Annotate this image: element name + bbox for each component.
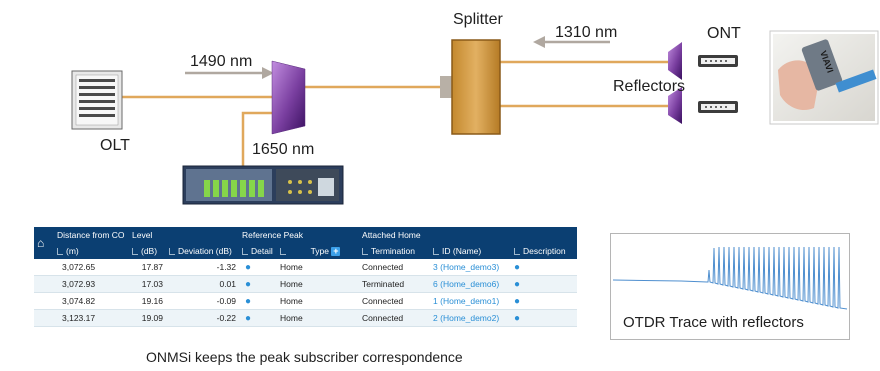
termination-cell: Connected	[359, 259, 431, 276]
home-id-link[interactable]: 1 (Home_demo1)	[430, 292, 512, 310]
wavelength-1490-label: 1490 nm	[190, 53, 252, 70]
deviation-cell: -1.32	[166, 259, 240, 276]
deviation-cell: 0.01	[166, 275, 240, 293]
home-icon[interactable]: ⌂	[37, 236, 45, 250]
reference-peak-header[interactable]: Reference Peak	[239, 227, 360, 243]
splitter-icon	[440, 39, 501, 135]
level-cell: 17.87	[129, 259, 166, 276]
id-name-header[interactable]: ID (Name)	[430, 243, 512, 259]
peak-subscriber-table: ⌂ Distance from CO Level Reference Peak …	[34, 227, 578, 327]
table-row[interactable]: 3,123.17 19.09 -0.22 ● Home Connected 2 …	[34, 309, 578, 327]
otdr-rack-icon	[182, 165, 344, 205]
fiber-otdr-wdm	[241, 111, 276, 168]
eye-icon[interactable]: ●	[514, 278, 521, 290]
wavelength-1310-label: 1310 nm	[555, 24, 617, 41]
eye-icon[interactable]: ●	[245, 261, 252, 273]
splitter-label: Splitter	[453, 11, 503, 28]
level-unit-header[interactable]: (dB)	[129, 243, 166, 259]
table-sub-header-row: (m) (dB) Deviation (dB) Detail Type + Te…	[34, 243, 578, 259]
ont-device-icon	[698, 101, 738, 113]
home-id-link[interactable]: 2 (Home_demo2)	[430, 309, 512, 327]
home-id-link[interactable]: 6 (Home_demo6)	[430, 275, 512, 293]
table-row[interactable]: 3,072.93 17.03 0.01 ● Home Terminated 6 …	[34, 275, 578, 293]
termination-cell: Terminated	[359, 275, 431, 293]
deviation-cell: -0.09	[166, 292, 240, 310]
reflector-icon	[668, 42, 682, 80]
distance-cell: 3,123.17	[54, 309, 129, 327]
olt-chassis-icon	[71, 70, 123, 130]
table-group-header-row: ⌂ Distance from CO Level Reference Peak …	[34, 227, 578, 259]
olt-label: OLT	[100, 137, 130, 154]
wdm-coupler-icon	[271, 60, 306, 135]
eye-icon[interactable]: ●	[514, 312, 521, 324]
ont-label: ONT	[707, 25, 741, 42]
home-id-link[interactable]: 3 (Home_demo3)	[430, 259, 512, 276]
deviation-header[interactable]: Deviation (dB)	[166, 243, 240, 259]
eye-icon[interactable]: ●	[514, 295, 521, 307]
description-header[interactable]: Description	[511, 243, 578, 259]
home-column-header[interactable]: ⌂	[34, 227, 54, 259]
distance-cell: 3,072.65	[54, 259, 129, 276]
eye-icon[interactable]: ●	[245, 295, 252, 307]
arrow-downstream-icon	[185, 67, 274, 79]
arrow-upstream-icon	[533, 36, 610, 48]
type-header[interactable]: Type +	[277, 243, 360, 259]
distance-cell: 3,072.93	[54, 275, 129, 293]
level-cell: 19.16	[129, 292, 166, 310]
attached-home-header[interactable]: Attached Home	[359, 227, 578, 243]
table-caption: ONMSi keeps the peak subscriber correspo…	[146, 349, 463, 365]
termination-cell: Connected	[359, 292, 431, 310]
table-row[interactable]: 3,074.82 19.16 -0.09 ● Home Connected 1 …	[34, 292, 578, 310]
type-cell: Home	[277, 309, 360, 327]
ont-device-icon	[698, 55, 738, 67]
type-cell: Home	[277, 275, 360, 293]
reflector-icon	[668, 87, 682, 124]
eye-icon[interactable]: ●	[245, 312, 252, 324]
termination-cell: Connected	[359, 309, 431, 327]
reflectors-label: Reflectors	[613, 78, 685, 95]
distance-cell: 3,074.82	[54, 292, 129, 310]
reflector-connector-photo: VIAVI	[769, 30, 879, 125]
level-header[interactable]: Level	[129, 227, 240, 243]
wavelength-1650-label: 1650 nm	[252, 141, 314, 158]
distance-unit-header[interactable]: (m)	[54, 243, 129, 259]
level-cell: 17.03	[129, 275, 166, 293]
type-cell: Home	[277, 292, 360, 310]
eye-icon[interactable]: ●	[514, 261, 521, 273]
table-row[interactable]: 3,072.65 17.87 -1.32 ● Home Connected 3 …	[34, 259, 578, 276]
detail-header[interactable]: Detail	[239, 243, 278, 259]
otdr-trace-panel: OTDR Trace with reflectors	[610, 233, 850, 340]
termination-header[interactable]: Termination	[359, 243, 431, 259]
deviation-cell: -0.22	[166, 309, 240, 327]
level-cell: 19.09	[129, 309, 166, 327]
eye-icon[interactable]: ●	[245, 278, 252, 290]
otdr-caption: OTDR Trace with reflectors	[621, 313, 806, 332]
otdr-trace-icon	[612, 246, 848, 310]
plus-icon[interactable]: +	[331, 246, 341, 256]
type-cell: Home	[277, 259, 360, 276]
distance-header[interactable]: Distance from CO	[54, 227, 129, 243]
fiber-lines	[122, 60, 668, 168]
